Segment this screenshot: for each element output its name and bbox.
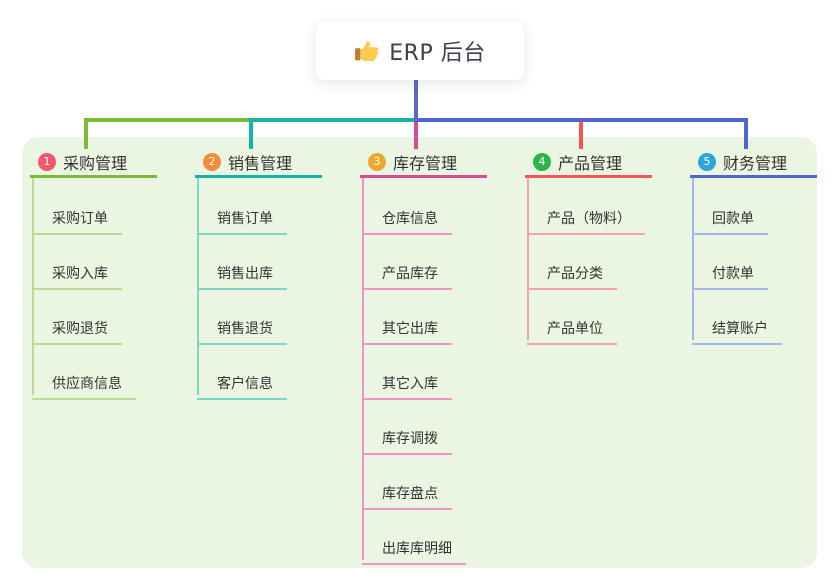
- branch-node-5[interactable]: 5 财务管理: [690, 148, 817, 178]
- child-node[interactable]: 结算账户: [692, 314, 782, 345]
- child-node-label: 销售退货: [217, 321, 273, 337]
- child-connector-line: [197, 178, 199, 395]
- child-node-label: 付款单: [712, 266, 754, 282]
- child-node[interactable]: 付款单: [692, 259, 768, 290]
- child-node[interactable]: 采购入库: [32, 259, 122, 290]
- child-node[interactable]: 采购退货: [32, 314, 122, 345]
- child-node[interactable]: 产品单位: [527, 314, 617, 345]
- connector-segment: [249, 118, 418, 122]
- branch-number-badge: 4: [533, 152, 551, 171]
- child-node[interactable]: 产品（物料）: [527, 204, 645, 235]
- branch-node-3[interactable]: 3 库存管理: [360, 148, 487, 178]
- child-node-label: 销售出库: [217, 266, 273, 282]
- child-node[interactable]: 销售出库: [197, 259, 287, 290]
- child-node-label: 客户信息: [217, 376, 273, 392]
- branch-label: 财务管理: [723, 153, 788, 173]
- child-node[interactable]: 销售订单: [197, 204, 287, 235]
- connector-segment: [744, 118, 748, 149]
- branch-label: 销售管理: [228, 153, 293, 173]
- connector-segment: [414, 80, 418, 122]
- child-node-label: 回款单: [712, 211, 754, 227]
- root-node-title: ERP 后台: [389, 41, 486, 66]
- child-node-label: 出库库明细: [382, 541, 452, 557]
- connector-segment: [418, 118, 748, 122]
- child-node-label: 采购退货: [52, 321, 108, 337]
- child-node[interactable]: 其它入库: [362, 369, 452, 400]
- child-node[interactable]: 出库库明细: [362, 534, 466, 565]
- connector-segment: [249, 118, 253, 149]
- child-node[interactable]: 产品分类: [527, 259, 617, 290]
- branch-label: 采购管理: [63, 153, 128, 173]
- child-node-label: 产品分类: [547, 266, 603, 282]
- branch-node-1[interactable]: 1 采购管理: [30, 148, 157, 178]
- child-node-label: 销售订单: [217, 211, 273, 227]
- child-node-label: 仓库信息: [382, 211, 438, 227]
- child-node-label: 产品（物料）: [547, 211, 631, 227]
- child-node[interactable]: 其它出库: [362, 314, 452, 345]
- branch-node-2[interactable]: 2 销售管理: [195, 148, 322, 178]
- branch-number-badge: 5: [698, 152, 716, 171]
- child-node-label: 供应商信息: [52, 376, 122, 392]
- child-node[interactable]: 仓库信息: [362, 204, 452, 235]
- child-node[interactable]: 采购订单: [32, 204, 122, 235]
- mindmap-background-panel: [22, 137, 817, 568]
- child-node-label: 库存调拨: [382, 431, 438, 447]
- child-node-label: 结算账户: [712, 321, 768, 337]
- child-node[interactable]: 客户信息: [197, 369, 287, 400]
- child-node-label: 采购订单: [52, 211, 108, 227]
- child-connector-line: [362, 178, 364, 560]
- child-node-label: 产品库存: [382, 266, 438, 282]
- child-node-label: 采购入库: [52, 266, 108, 282]
- connector-segment: [84, 118, 88, 149]
- child-node-label: 其它入库: [382, 376, 438, 392]
- child-node-label: 产品单位: [547, 321, 603, 337]
- child-node[interactable]: 库存盘点: [362, 479, 452, 510]
- child-node[interactable]: 供应商信息: [32, 369, 136, 400]
- child-connector-line: [32, 178, 34, 395]
- branch-number-badge: 2: [203, 152, 221, 171]
- branch-number-badge: 1: [38, 152, 56, 171]
- child-node[interactable]: 回款单: [692, 204, 768, 235]
- branch-node-4[interactable]: 4 产品管理: [525, 148, 652, 178]
- root-node[interactable]: ERP 后台: [316, 22, 524, 80]
- connector-segment: [414, 118, 418, 149]
- child-node[interactable]: 销售退货: [197, 314, 287, 345]
- thumbs-up-icon: [354, 38, 380, 64]
- branch-label: 库存管理: [393, 153, 458, 173]
- child-node-label: 库存盘点: [382, 486, 438, 502]
- branch-number-badge: 3: [368, 152, 386, 171]
- child-node[interactable]: 产品库存: [362, 259, 452, 290]
- child-node[interactable]: 库存调拨: [362, 424, 452, 455]
- child-node-label: 其它出库: [382, 321, 438, 337]
- child-connector-line: [527, 178, 529, 340]
- connector-segment: [579, 118, 583, 149]
- branch-label: 产品管理: [558, 153, 623, 173]
- connector-segment: [84, 118, 249, 122]
- child-connector-line: [692, 178, 694, 340]
